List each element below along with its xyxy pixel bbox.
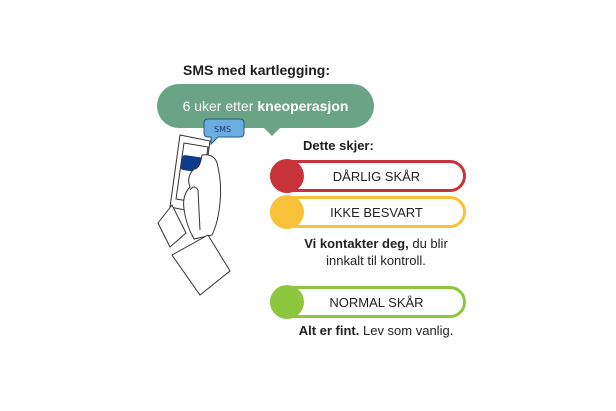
normal-note: Alt er fint. Lev som vanlig. [286, 322, 466, 339]
bubble-bold-text: kneoperasjon [257, 98, 349, 114]
sms-title: SMS med kartlegging: [183, 62, 331, 78]
normal-note-text: Lev som vanlig. [362, 323, 454, 338]
phone-hand-illustration: SMS [157, 118, 245, 296]
outcome-normal-score: NORMAL SKÅR [270, 285, 466, 319]
contact-note: Vi kontakter deg, du blir innkalt til ko… [286, 235, 466, 269]
speech-bubble-tail [262, 126, 282, 136]
red-dot-icon [270, 159, 304, 193]
bubble-text: 6 uker etter [182, 98, 254, 114]
speech-bubble: 6 uker etter kneoperasjon [157, 84, 374, 128]
yellow-dot-icon [270, 195, 304, 229]
contact-note-bold: Vi kontakter deg, [304, 236, 409, 251]
contact-note-text: du blir innkalt til kontroll. [326, 236, 448, 268]
normal-note-bold: Alt er fint. [298, 323, 360, 338]
outcome-not-answered: IKKE BESVART [270, 195, 466, 229]
green-dot-icon [270, 285, 304, 319]
svg-text:SMS: SMS [214, 125, 231, 134]
outcome-label: IKKE BESVART [330, 204, 423, 220]
outcomes-heading: Dette skjer: [303, 138, 374, 153]
outcome-poor-score: DÅRLIG SKÅR [270, 159, 466, 193]
outcome-label: NORMAL SKÅR [329, 294, 424, 310]
outcome-label: DÅRLIG SKÅR [332, 168, 421, 184]
sms-badge-icon: SMS [203, 118, 245, 146]
